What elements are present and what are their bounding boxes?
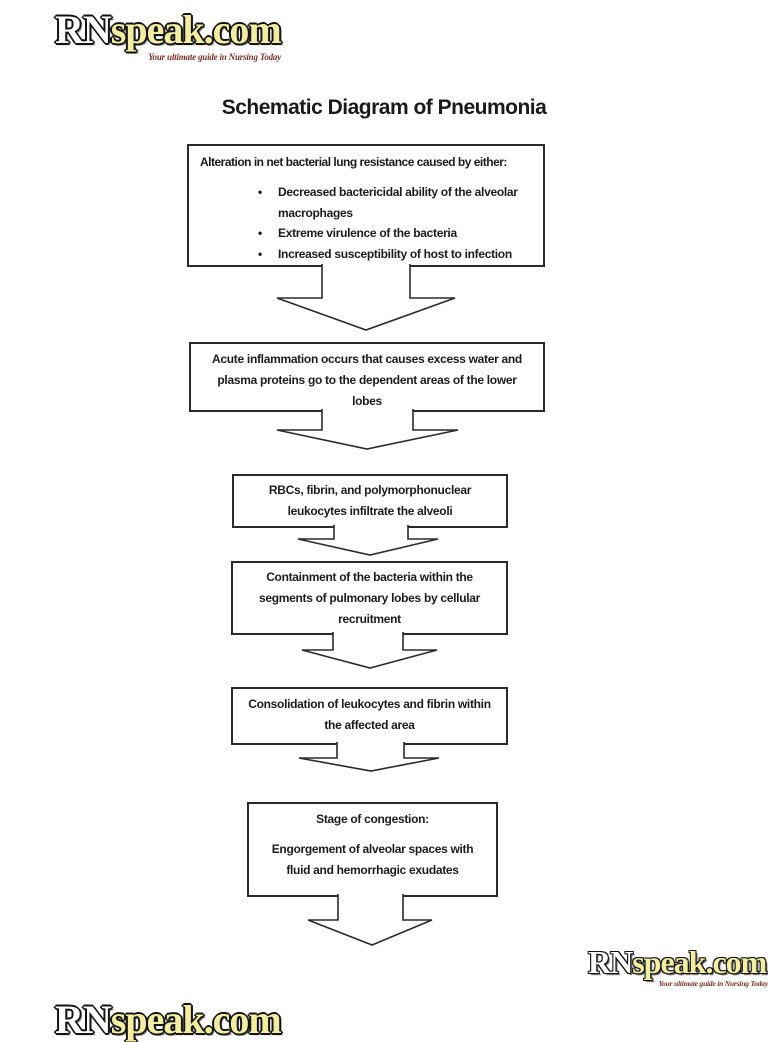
flow-box-alteration: Alteration in net bacterial lung resista… bbox=[187, 144, 545, 267]
rnspeak-logo-wordmark: RNspeak.com bbox=[588, 946, 768, 978]
bullet-icon: • bbox=[258, 226, 262, 240]
flow-box-containment: Containment of the bacteria within the s… bbox=[231, 561, 508, 635]
box1-heading: Alteration in net bacterial lung resista… bbox=[200, 155, 507, 169]
box3-line: leukocytes infiltrate the alveoli bbox=[287, 504, 453, 518]
down-arrow-1 bbox=[276, 264, 456, 331]
down-arrow-3 bbox=[297, 525, 439, 556]
flow-box-acute-inflammation: Acute inflammation occurs that causes ex… bbox=[189, 342, 545, 412]
logo-suffix: speak.com bbox=[110, 7, 282, 52]
box2-line: lobes bbox=[352, 394, 382, 408]
rnspeak-logo-small: RNspeak.com Your ultimate guide in Nursi… bbox=[588, 946, 768, 988]
logo-prefix: RN bbox=[588, 944, 633, 980]
rnspeak-logo-wordmark: RNspeak.com bbox=[55, 7, 282, 52]
flow-box-rbc-infiltration: RBCs, fibrin, and polymorphonuclear leuk… bbox=[232, 474, 508, 528]
box6-heading: Stage of congestion: bbox=[316, 812, 429, 826]
logo-prefix: RN bbox=[55, 7, 112, 52]
box6-spacer bbox=[249, 830, 496, 839]
bullet-text: Decreased bactericidal ability of the al… bbox=[278, 185, 518, 199]
box3-line: RBCs, fibrin, and polymorphonuclear bbox=[268, 483, 472, 497]
box5-line: the affected area bbox=[324, 718, 415, 732]
logo-prefix: RN bbox=[55, 997, 112, 1042]
page-title: Schematic Diagram of Pneumonia bbox=[221, 96, 547, 119]
box2-line: plasma proteins go to the dependent area… bbox=[217, 373, 517, 387]
down-arrow-2 bbox=[276, 409, 459, 450]
box5-line: Consolidation of leukocytes and fibrin w… bbox=[248, 697, 491, 711]
box4-line: recruitment bbox=[338, 612, 401, 626]
bullet-icon: • bbox=[258, 246, 262, 261]
logo-tagline: Your ultimate guide in Nursing Today bbox=[658, 979, 768, 988]
box4-line: segments of pulmonary lobes by cellular bbox=[258, 591, 481, 605]
list-item: • Decreased bactericidal ability of the … bbox=[189, 182, 543, 223]
bullet-text: macrophages bbox=[278, 205, 353, 220]
flow-box-stage-of-congestion: Stage of congestion: Engorgement of alve… bbox=[247, 802, 498, 897]
list-item: • Increased susceptibility of host to in… bbox=[189, 244, 543, 265]
logo-suffix: speak.com bbox=[110, 997, 282, 1042]
next-page-logo: RNspeak.com bbox=[55, 997, 282, 1042]
bullet-icon: • bbox=[258, 185, 262, 199]
rnspeak-logo: RNspeak.com Your ultimate guide in Nursi… bbox=[55, 7, 282, 63]
rnspeak-logo-wordmark: RNspeak.com bbox=[55, 997, 282, 1042]
bullet-text: Extreme virulence of the bacteria bbox=[278, 226, 457, 240]
logo-suffix: speak.com bbox=[632, 944, 767, 980]
box4-line: Containment of the bacteria within the bbox=[266, 570, 473, 584]
box6-line: Engorgement of alveolar spaces with bbox=[271, 842, 474, 856]
bullet-text: Increased susceptibility of host to infe… bbox=[278, 246, 512, 261]
down-arrow-5 bbox=[298, 742, 440, 772]
logo-tagline: Your ultimate guide in Nursing Today bbox=[148, 52, 281, 62]
flow-box-consolidation: Consolidation of leukocytes and fibrin w… bbox=[231, 687, 508, 745]
box6-line: fluid and hemorrhagic exudates bbox=[286, 863, 459, 877]
list-item: • Extreme virulence of the bacteria bbox=[189, 223, 543, 244]
down-arrow-6 bbox=[307, 894, 433, 946]
down-arrow-4 bbox=[301, 632, 438, 669]
box2-line: Acute inflammation occurs that causes ex… bbox=[212, 352, 522, 366]
box1-bullet-list: • Decreased bactericidal ability of the … bbox=[189, 182, 543, 264]
